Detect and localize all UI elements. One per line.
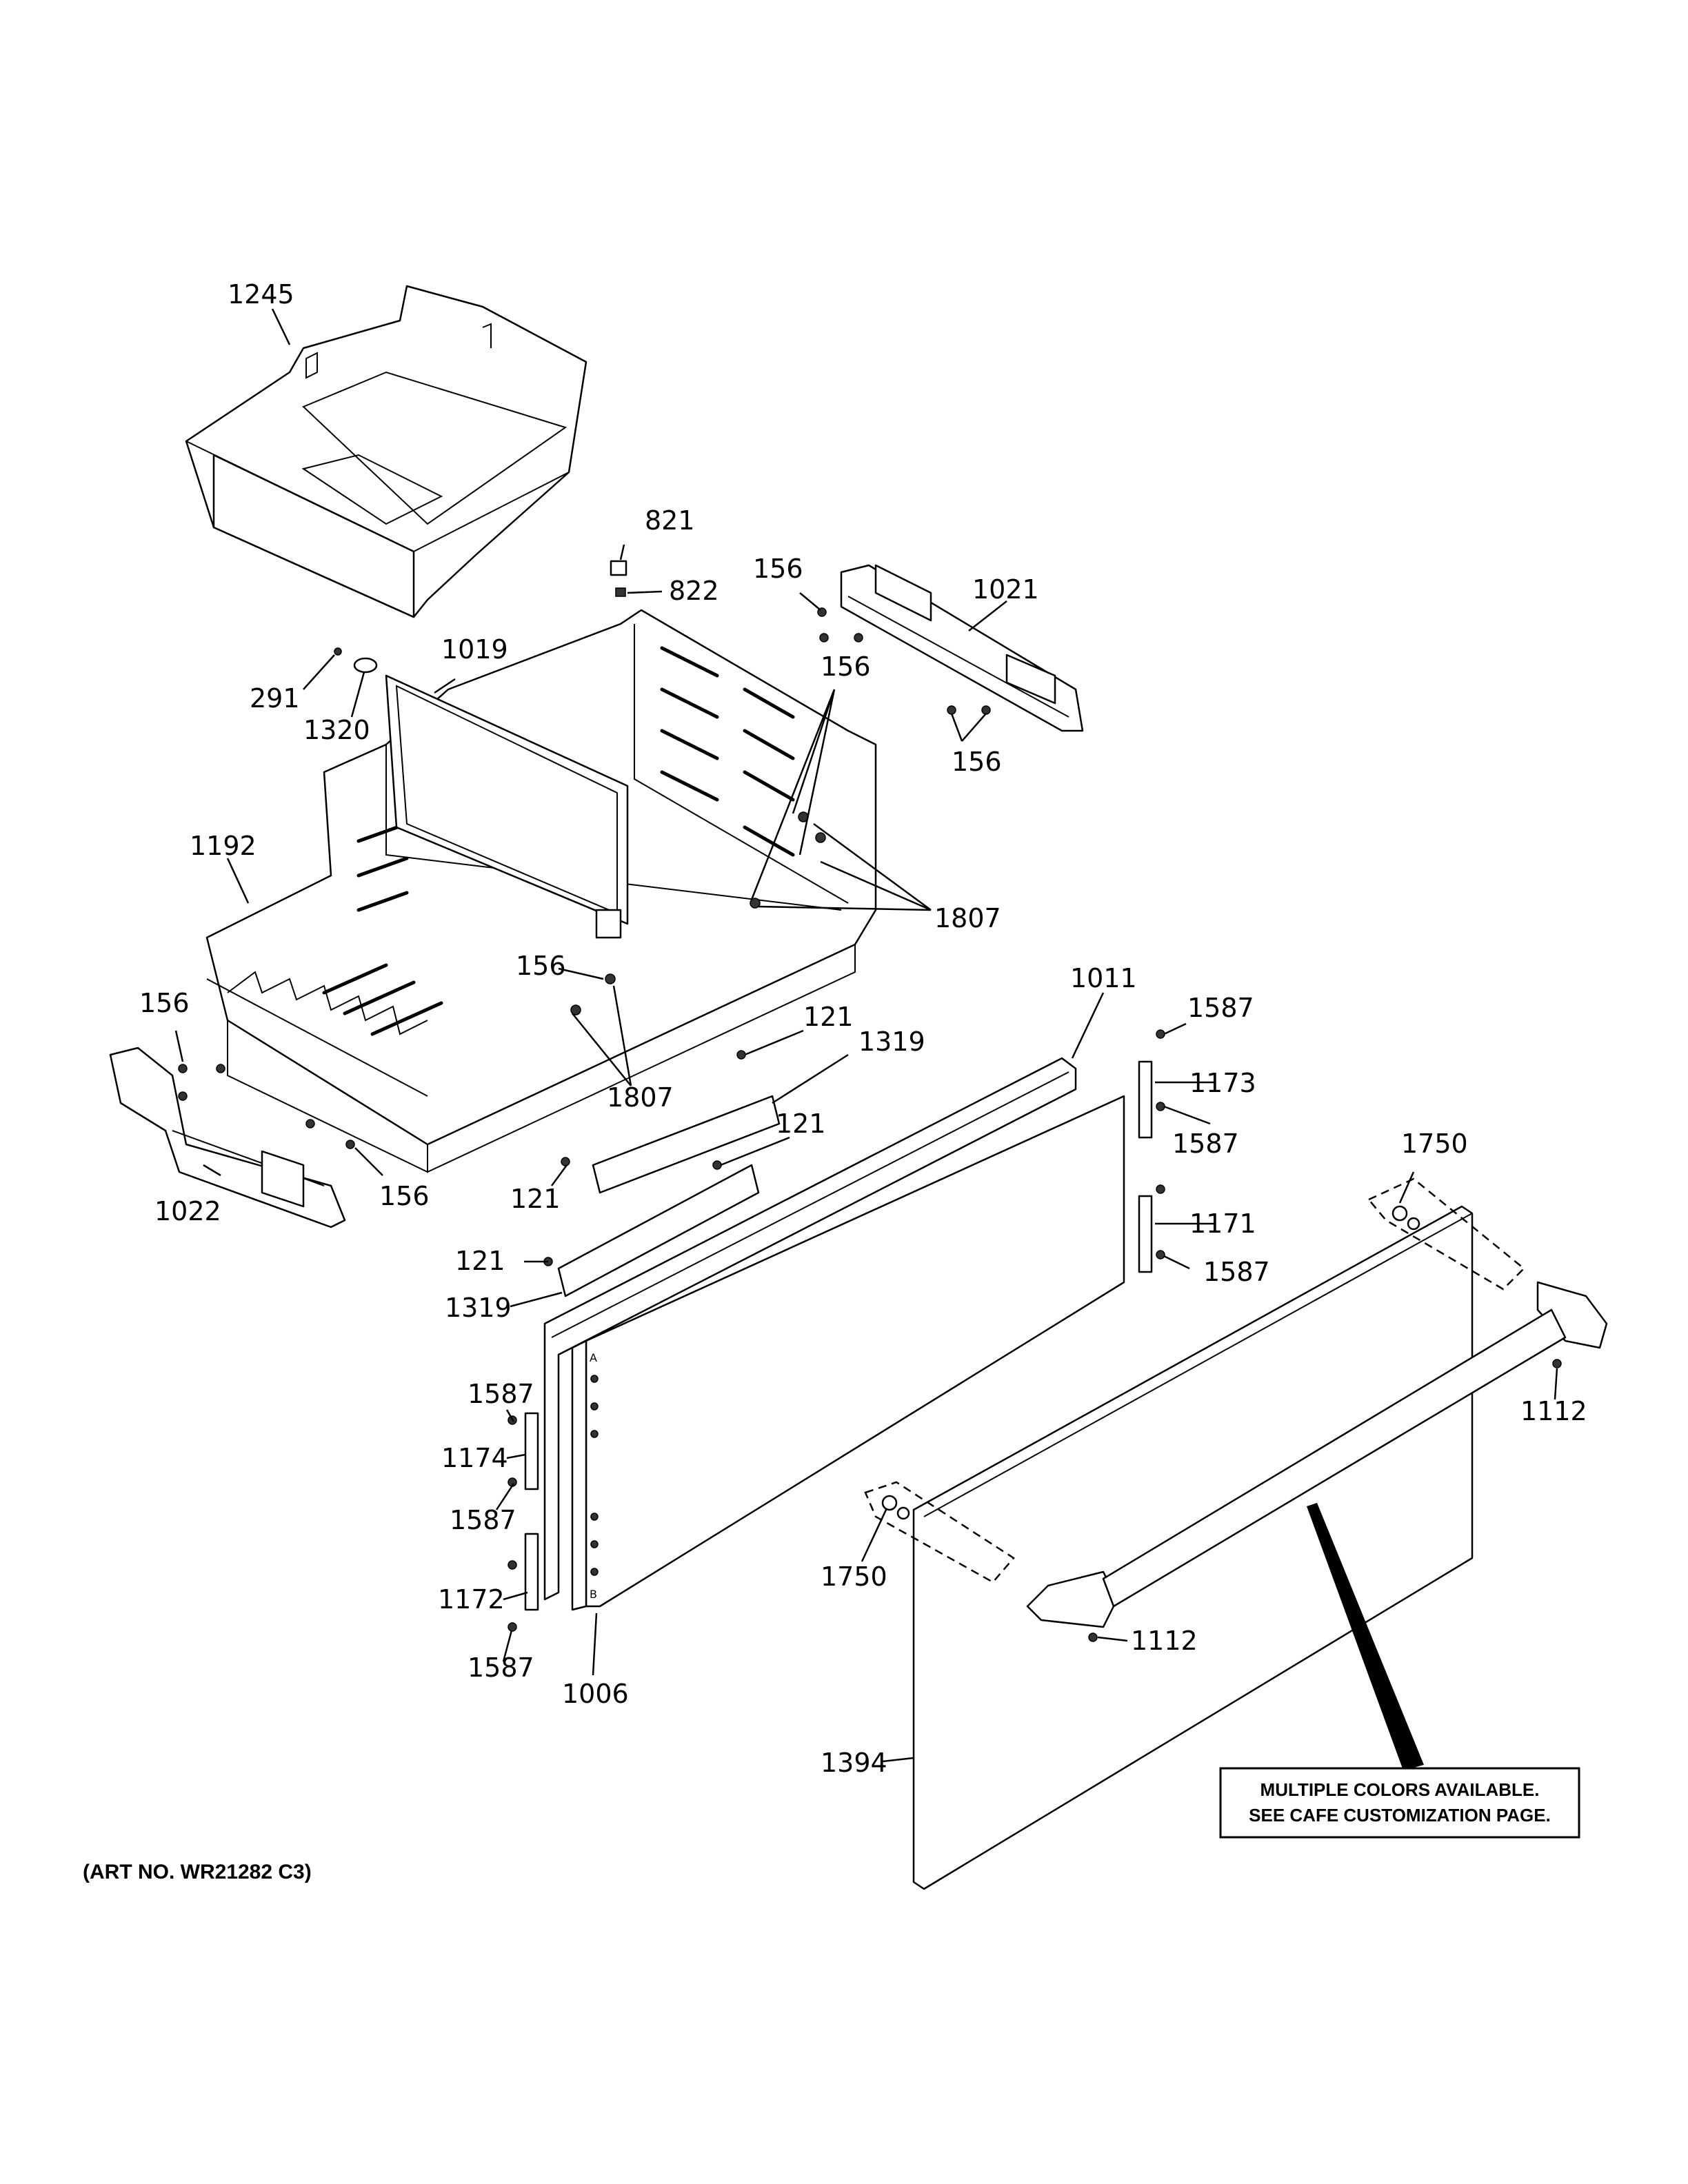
callout-821: 821 — [645, 505, 695, 536]
callout-156: 156 — [139, 988, 190, 1018]
note-line-2: SEE CAFE CUSTOMIZATION PAGE. — [1249, 1805, 1551, 1826]
callout-1319: 1319 — [858, 1027, 925, 1057]
callout-1587: 1587 — [450, 1505, 516, 1535]
part-1021-right-rail — [840, 564, 1084, 732]
callout-1587: 1587 — [1187, 993, 1254, 1023]
callout-121: 121 — [455, 1246, 505, 1276]
note-pointer — [1307, 1503, 1424, 1770]
leader-lines — [174, 308, 1558, 1763]
art-number: (ART NO. WR21282 C3) — [83, 1861, 312, 1883]
callout-156: 156 — [379, 1181, 430, 1211]
part-door-brackets — [524, 1060, 1153, 1611]
part-1011-gasket — [543, 1057, 1077, 1601]
callout-1112: 1112 — [1131, 1626, 1198, 1656]
callout-291: 291 — [250, 683, 300, 714]
callout-1807: 1807 — [607, 1082, 674, 1113]
callout-1112: 1112 — [1520, 1396, 1587, 1426]
callout-1394: 1394 — [821, 1748, 887, 1778]
callout-1172: 1172 — [438, 1584, 505, 1615]
callout-1587: 1587 — [468, 1379, 534, 1409]
callout-1587: 1587 — [1172, 1129, 1239, 1159]
callout-822: 822 — [669, 576, 719, 606]
callout-121: 121 — [803, 1002, 854, 1032]
callout-1006: 1006 — [562, 1679, 629, 1709]
callout-1171: 1171 — [1189, 1209, 1256, 1239]
callout-1021: 1021 — [972, 574, 1039, 605]
callout-1174: 1174 — [441, 1443, 508, 1473]
part-1245-basket — [185, 285, 587, 618]
callout-156: 156 — [821, 651, 871, 682]
door-bracket-letter-b: B — [590, 1588, 597, 1601]
part-1750-hardware-sets — [864, 1177, 1525, 1584]
callout-156: 156 — [952, 747, 1002, 777]
color-note-box: MULTIPLE COLORS AVAILABLE. SEE CAFE CUST… — [1219, 1767, 1580, 1839]
part-821-822-clips — [610, 560, 627, 597]
callout-1587: 1587 — [1203, 1257, 1270, 1287]
note-line-1: MULTIPLE COLORS AVAILABLE. — [1260, 1779, 1540, 1800]
part-1112-handle — [1026, 1281, 1608, 1642]
part-fasteners — [178, 607, 1165, 1632]
door-bracket-letter-a: A — [590, 1351, 597, 1364]
callout-1019: 1019 — [441, 634, 508, 665]
callout-1022: 1022 — [154, 1196, 221, 1226]
callout-1245: 1245 — [228, 279, 294, 310]
callout-1750: 1750 — [821, 1561, 887, 1592]
callout-121: 121 — [510, 1184, 561, 1214]
part-1019-divider — [385, 674, 629, 939]
callout-1587: 1587 — [468, 1652, 534, 1683]
callout-156: 156 — [516, 951, 566, 981]
callout-1173: 1173 — [1189, 1068, 1256, 1098]
callout-1192: 1192 — [190, 831, 257, 861]
callout-1011: 1011 — [1070, 963, 1137, 993]
callout-1750: 1750 — [1401, 1129, 1468, 1159]
part-1006-inner-door: A B — [571, 1095, 1125, 1611]
part-1319-glides — [557, 1095, 781, 1297]
part-1022-left-rail — [109, 1046, 346, 1228]
callout-121: 121 — [776, 1109, 826, 1139]
callout-1319: 1319 — [445, 1293, 512, 1323]
callout-1807: 1807 — [934, 903, 1001, 933]
callout-1320: 1320 — [303, 715, 370, 745]
callout-labels: 1245 821 822 156 1021 156 156 291 1019 1… — [139, 279, 1587, 1778]
part-1192-basket-frame — [205, 609, 877, 1173]
callout-156: 156 — [753, 554, 803, 584]
